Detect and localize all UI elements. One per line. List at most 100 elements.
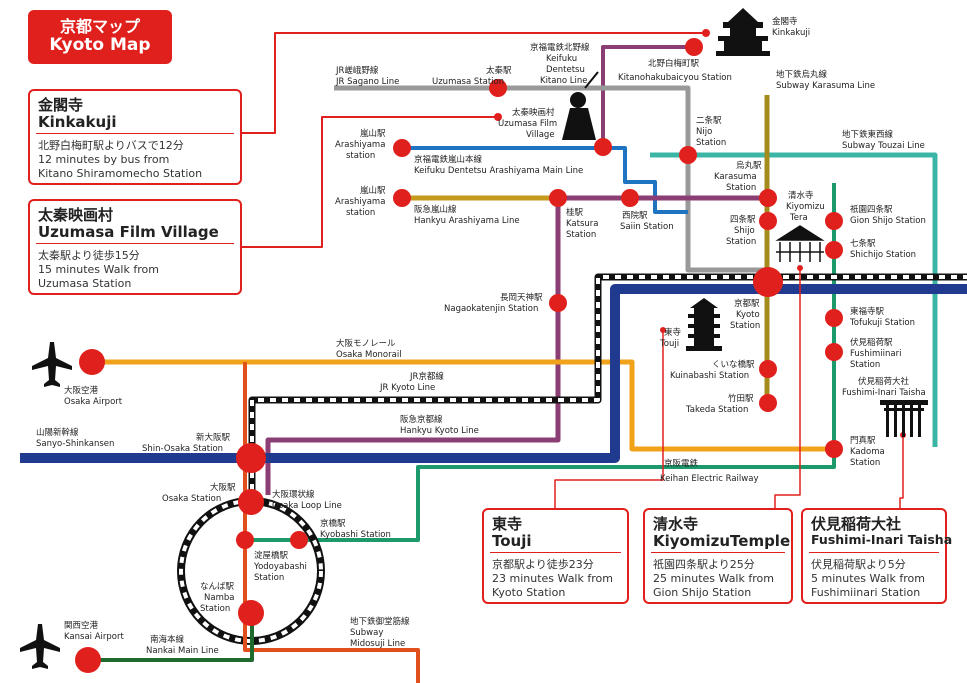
label-shijo-ja: 四条駅	[730, 214, 756, 225]
station-kansai-airport[interactable]	[75, 647, 101, 673]
stations	[75, 29, 906, 673]
label-osaka-ja: 大阪駅	[210, 482, 236, 493]
map-title-en: Kyoto Map	[49, 35, 151, 56]
station-takeda[interactable]	[759, 394, 777, 412]
label-fushimiinari-en2: Station	[850, 360, 880, 370]
card-desc-line: 北野白梅町駅よりバスで12分	[38, 139, 184, 152]
station-kadoma[interactable]	[825, 440, 843, 458]
station-yodoyabashi[interactable]	[236, 531, 254, 549]
card-name-ja: 金閣寺	[38, 96, 84, 114]
label-kitano-line-en3: Kitano Line	[540, 76, 587, 86]
label-shinosaka-en: Shin-Osaka Station	[142, 444, 223, 454]
label-kansai-ja: 関西空港	[64, 620, 99, 631]
label-namba-ja: なんば駅	[200, 582, 235, 592]
label-keihan-en: Keihan Electric Railway	[660, 474, 758, 484]
label-kansai-en: Kansai Airport	[64, 632, 124, 642]
label-monorail-ja: 大阪モノレール	[336, 338, 396, 349]
card-desc-line: 京都駅より徒歩23分	[492, 558, 594, 571]
label-sagano-en: JR Sagano Line	[335, 77, 399, 87]
label-karasuma-line-en: Subway Karasuma Line	[776, 81, 875, 91]
station-katsura[interactable]	[549, 189, 567, 207]
label-tozai-ja: 地下鉄東西線	[842, 129, 894, 140]
station-uzumasa[interactable]	[489, 79, 507, 97]
info-card-uzumasa: 太秦映画村 Uzumasa Film Village 太秦駅より徒歩15分 15…	[28, 199, 242, 295]
station-kiyomizu-dot[interactable]	[797, 265, 803, 271]
label-kadoma-ja: 門真駅	[850, 435, 876, 446]
label-saiin-ja: 西院駅	[622, 210, 648, 221]
label-kyobashi-en: Kyobashi Station	[320, 530, 391, 540]
card-desc-line: 25 minutes Walk from	[653, 572, 774, 585]
station-touji-dot[interactable]	[660, 327, 666, 333]
subway-tozai-line	[650, 152, 938, 447]
label-yodoyabashi-ja: 淀屋橋駅	[254, 550, 289, 561]
label-katsura-en1: Katsura	[566, 219, 599, 229]
label-nijo-en1: Nijo	[696, 127, 712, 137]
label-arashiyama-ja: 嵐山駅	[360, 128, 386, 139]
card-name-en: Uzumasa Film Village	[38, 223, 219, 241]
label-tozai-en: Subway Touzai Line	[842, 141, 925, 151]
label-hk-arashiyama-ja: 嵐山駅	[360, 185, 386, 196]
label-loop-en: Osaka Loop Line	[272, 501, 342, 511]
station-gion[interactable]	[825, 212, 843, 230]
label-filmvillage-en2: Village	[526, 130, 555, 140]
label-shinkansen-ja: 山陽新幹線	[36, 427, 79, 438]
label-hkkyoto-en: Hankyu Kyoto Line	[400, 426, 479, 436]
station-shichijo[interactable]	[825, 241, 843, 259]
card-name-ja: 太秦映画村	[38, 206, 114, 224]
info-card-touji: 東寺 Touji 京都駅より徒歩23分 23 minutes Walk from…	[482, 508, 629, 604]
label-shinosaka-ja: 新大阪駅	[196, 432, 231, 443]
label-hkkyoto-ja: 阪急京都線	[400, 414, 443, 425]
station-arashiyama-hankyu[interactable]	[393, 189, 411, 207]
station-kuinabashi[interactable]	[759, 360, 777, 378]
keihan-line	[252, 183, 836, 542]
card-desc-line: 23 minutes Walk from	[492, 572, 613, 585]
card-name-ja: 東寺	[492, 515, 523, 533]
fushimi-callout-line	[899, 435, 904, 508]
station-fushimiinari[interactable]	[825, 343, 843, 361]
label-hk-line-ja: 阪急嵐山線	[414, 204, 457, 215]
jr-sagano-line	[334, 85, 765, 273]
station-tofukuji[interactable]	[825, 309, 843, 327]
keifuku-kitano-line	[601, 45, 694, 147]
station-namba[interactable]	[238, 600, 264, 626]
station-keifuku-junction[interactable]	[594, 138, 612, 156]
label-kitanohakubai-ja: 北野白梅町駅	[648, 58, 700, 69]
card-divider	[36, 243, 234, 244]
station-arashiyama-keifuku[interactable]	[393, 139, 411, 157]
label-kinkakuji-ja: 金閣寺	[772, 16, 798, 27]
station-kyobashi[interactable]	[290, 531, 308, 549]
label-touji-ja: 東寺	[664, 327, 682, 338]
station-shijo[interactable]	[759, 212, 777, 230]
station-kyoto[interactable]	[753, 267, 783, 297]
station-osaka-airport[interactable]	[79, 349, 105, 375]
card-desc-line: 12 minutes by bus from	[38, 153, 170, 166]
label-midosuji-en1: Subway	[350, 628, 383, 638]
card-description: 伏見稲荷駅より5分 5 minutes Walk from Fushimiina…	[811, 558, 925, 600]
label-nijo-en2: Station	[696, 138, 726, 148]
label-kiyomizu-en2: Tera	[789, 213, 808, 223]
station-osaka[interactable]	[238, 489, 264, 515]
station-karasuma[interactable]	[759, 189, 777, 207]
station-filmvillage-dot[interactable]	[494, 113, 502, 121]
station-nagaokatenjin[interactable]	[549, 294, 567, 312]
label-katsura-en2: Station	[566, 230, 596, 240]
uzumasa-callout-line	[240, 116, 498, 248]
card-name-en: Kinkakuji	[38, 113, 117, 131]
label-kuinabashi-en: Kuinabashi Station	[670, 371, 749, 381]
label-saiin-en: Saiin Station	[620, 222, 674, 232]
station-kitanohakubai[interactable]	[685, 38, 703, 56]
card-desc-line: Fushimiinari Station	[811, 586, 921, 599]
label-namba-en1: Namba	[204, 593, 234, 603]
station-shin-osaka[interactable]	[236, 443, 266, 473]
label-katsura-ja: 桂駅	[566, 207, 584, 218]
card-desc-line: 太秦駅より徒歩15分	[38, 249, 140, 262]
station-kinkakuji-dot[interactable]	[702, 29, 710, 37]
station-saiin[interactable]	[621, 189, 639, 207]
label-karasuma-stn-en1: Karasuma	[714, 172, 757, 182]
card-divider	[651, 552, 785, 553]
card-desc-line: 祇園四条駅より25分	[653, 558, 755, 571]
label-karasuma-stn-en2: Station	[726, 183, 756, 193]
label-sagano-ja: JR嵯峨野線	[335, 65, 379, 76]
station-nijo[interactable]	[679, 146, 697, 164]
card-name-en: Touji	[492, 532, 532, 550]
